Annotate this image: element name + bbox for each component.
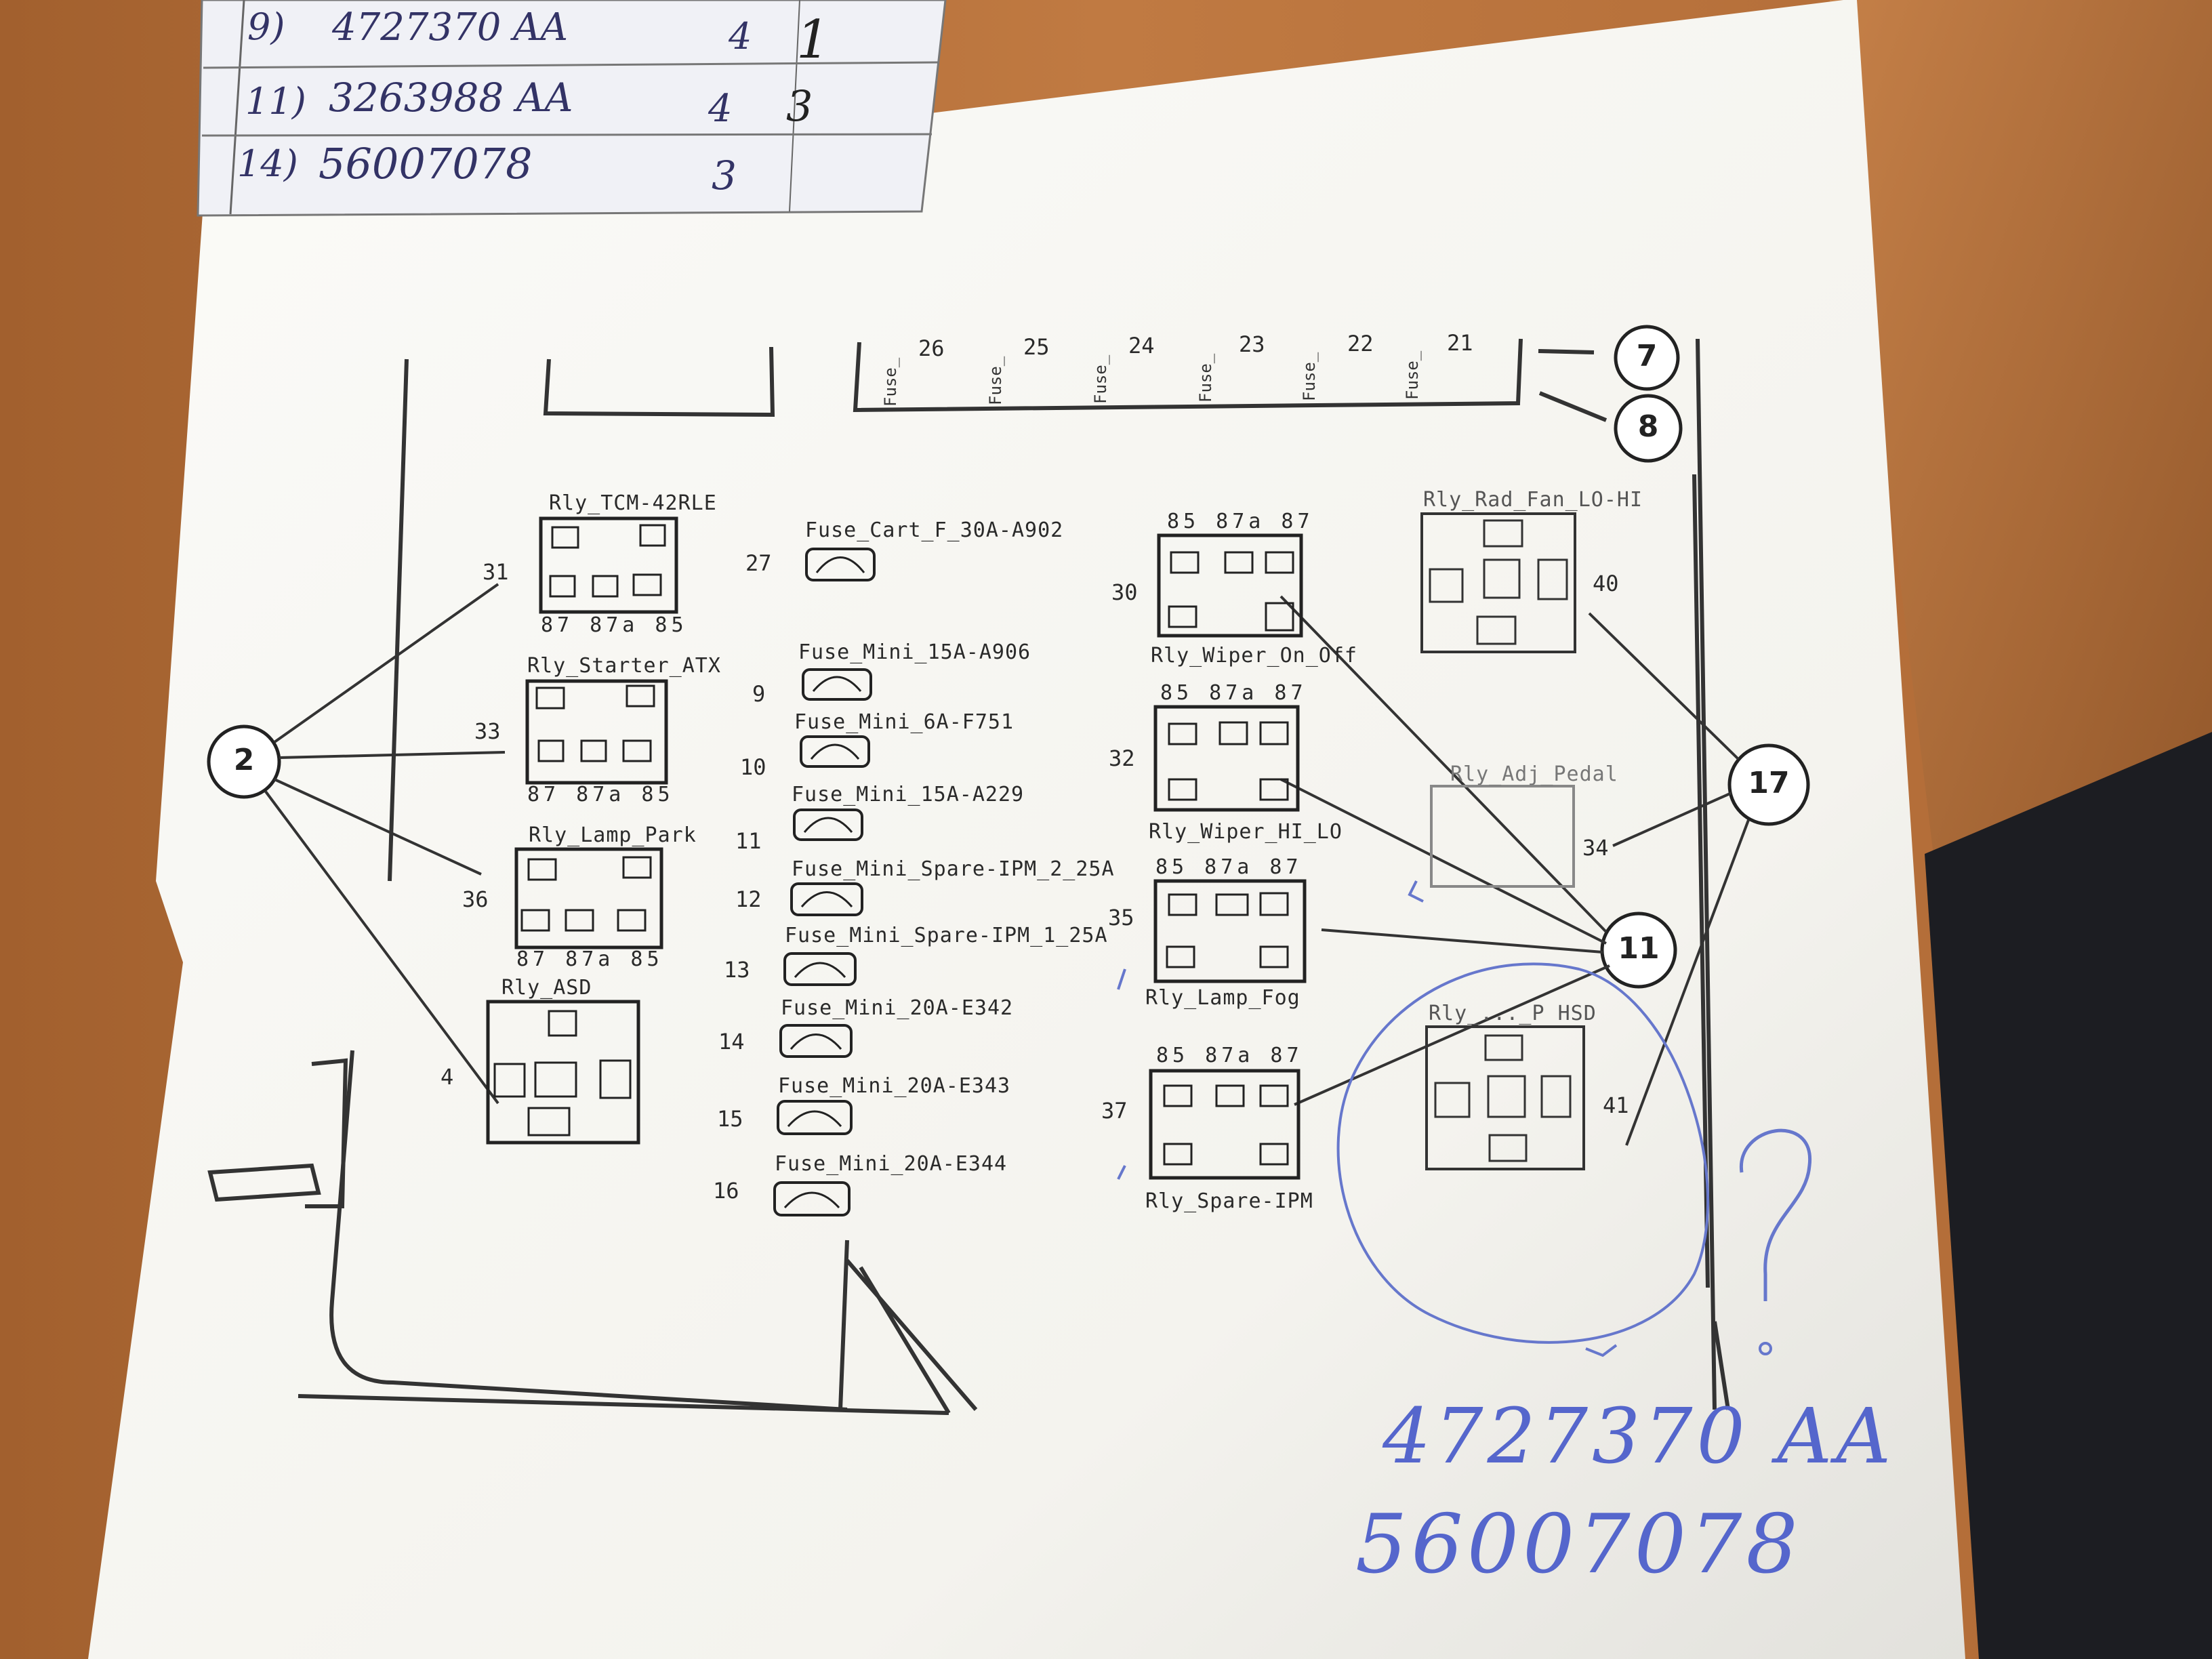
relay-left-1-pins: 87 87a 85 [541, 613, 688, 637]
relay-right-4-num: 37 [1101, 1098, 1128, 1124]
relay-far-1-name: Rly_Rad_Fan_LO-HI [1423, 488, 1643, 512]
fuse-3-label: Fuse_Mini_6A-F751 [794, 710, 1015, 734]
fuse-1-num: 27 [745, 550, 772, 576]
fuse-strip-label-23: Fuse_ [1196, 353, 1215, 403]
fuse-strip-num-22: 22 [1347, 331, 1374, 356]
table-row-2-extra: 3 [786, 81, 813, 131]
table-row-3-num: 14) [237, 142, 298, 185]
pen-question-mark [1740, 1128, 1811, 1301]
relay-right-2-name: Rly_Wiper_HI_LO [1149, 820, 1343, 844]
relay-right-2-pins: 85 87a 87 [1160, 681, 1307, 705]
callout-17: 17 [1748, 766, 1790, 800]
relay-far-3-num: 41 [1603, 1092, 1629, 1118]
relay-right-4-name: Rly_Spare-IPM [1145, 1189, 1313, 1213]
fuse-3-num: 10 [740, 754, 766, 780]
fuse-2-label: Fuse_Mini_15A-A906 [798, 640, 1031, 664]
relay-left-3-num: 36 [462, 886, 489, 912]
relay-left-1-num: 31 [483, 559, 509, 585]
table-row-1-extra: 1 [796, 9, 830, 70]
fuse-1-label: Fuse_Cart_F_30A-A902 [805, 518, 1064, 542]
fuse-6-label: Fuse_Mini_Spare-IPM_1_25A [785, 924, 1108, 947]
callout-11: 11 [1618, 931, 1660, 966]
relay-boxes-far [1420, 512, 1585, 1170]
relay-right-1-name: Rly_Wiper_On_Off [1151, 644, 1357, 668]
relay-right-2-num: 32 [1109, 745, 1135, 771]
callout-circle-7 [1614, 325, 1680, 391]
relay-right-1-num: 30 [1111, 579, 1138, 605]
relay-left-2-pins: 87 87a 85 [527, 783, 674, 806]
callout-8: 8 [1637, 409, 1659, 444]
fuse-strip-num-24: 24 [1128, 333, 1155, 359]
fuse-9-label: Fuse_Mini_20A-E344 [775, 1152, 1008, 1176]
fuse-strip-label-24: Fuse_ [1091, 354, 1110, 404]
table-row-1-qty: 4 [729, 15, 752, 58]
fuse-strip-num-23: 23 [1239, 331, 1265, 357]
fuse-9-num: 16 [713, 1178, 739, 1204]
table-row-1-code: 4727370 AA [332, 5, 569, 49]
fuse-strip-label-26: Fuse_ [881, 357, 900, 407]
fuse-strip-num-26: 26 [918, 335, 945, 361]
callout-circle-17 [1727, 743, 1810, 826]
handwritten-part-number-1: 4727370 AA [1382, 1393, 1896, 1481]
handwritten-part-number-2: 56007078 [1355, 1498, 1802, 1592]
relay-left-2-num: 33 [474, 718, 501, 744]
fuse-strip-label-22: Fuse_ [1300, 352, 1319, 401]
table-row-3-code: 56007078 [319, 139, 533, 188]
callout-2: 2 [233, 743, 255, 777]
fuse-8-label: Fuse_Mini_20A-E343 [778, 1074, 1011, 1098]
relay-right-3-num: 35 [1108, 905, 1134, 930]
callout-7: 7 [1636, 339, 1658, 373]
parts-slip [197, 0, 947, 217]
fuse-4-label: Fuse_Mini_15A-A229 [792, 783, 1025, 806]
fuse-strip-label-25: Fuse_ [986, 356, 1005, 405]
fuse-5-label: Fuse_Mini_Spare-IPM_2_25A [792, 857, 1115, 881]
fusebox-frame [207, 338, 1730, 1415]
relay-left-4-num: 4 [441, 1064, 454, 1090]
fuse-strip-label-21: Fuse_ [1403, 350, 1422, 400]
relay-left-3-pins: 87 87a 85 [516, 947, 663, 971]
table-row-2-code: 3263988 AA [329, 75, 573, 121]
leader-lines [264, 583, 1750, 1146]
callout-circle-11 [1600, 912, 1677, 989]
callout-circle-8 [1614, 394, 1683, 463]
fuse-4-num: 11 [735, 828, 762, 854]
relay-left-1-name: Rly_TCM-42RLE [549, 491, 717, 515]
fuse-strip-num-21: 21 [1447, 330, 1473, 356]
pen-circle [1336, 962, 1709, 1344]
table-row-2-qty: 4 [708, 87, 733, 131]
relay-right-1-pins: 85 87a 87 [1167, 510, 1314, 533]
dark-corner [1925, 732, 2212, 1659]
callout-circle-2 [207, 724, 281, 799]
table-row-1-num: 9) [247, 5, 285, 48]
relay-boxes-left [486, 516, 678, 1145]
relay-far-2-num: 34 [1582, 835, 1609, 861]
relay-right-3-name: Rly_Lamp_Fog [1145, 986, 1300, 1010]
fuse-7-num: 14 [718, 1029, 745, 1054]
relay-right-3-pins: 85 87a 87 [1155, 855, 1303, 879]
fuse-symbols [773, 548, 876, 1216]
fuse-strip-num-25: 25 [1023, 334, 1050, 360]
relay-left-2-name: Rly_Starter_ATX [527, 654, 721, 678]
relay-left-4-name: Rly_ASD [501, 976, 592, 1000]
fuse-6-num: 13 [724, 957, 750, 983]
table-row-2-num: 11) [245, 80, 306, 123]
relay-left-3-name: Rly_Lamp_Park [529, 823, 697, 847]
table-row-3-qty: 3 [712, 152, 737, 199]
relay-far-2-name: Rly_Adj_Pedal [1450, 762, 1618, 786]
relay-far-1-num: 40 [1593, 571, 1619, 596]
fuse-8-num: 15 [717, 1106, 743, 1132]
relay-far-3-name: Rly_..._P HSD [1429, 1002, 1597, 1025]
fuse-5-num: 12 [735, 886, 762, 912]
fuse-2-num: 9 [752, 681, 766, 707]
relay-boxes-right [1149, 533, 1307, 1180]
fuse-7-label: Fuse_Mini_20A-E342 [781, 996, 1014, 1020]
relay-right-4-pins: 85 87a 87 [1156, 1044, 1303, 1067]
